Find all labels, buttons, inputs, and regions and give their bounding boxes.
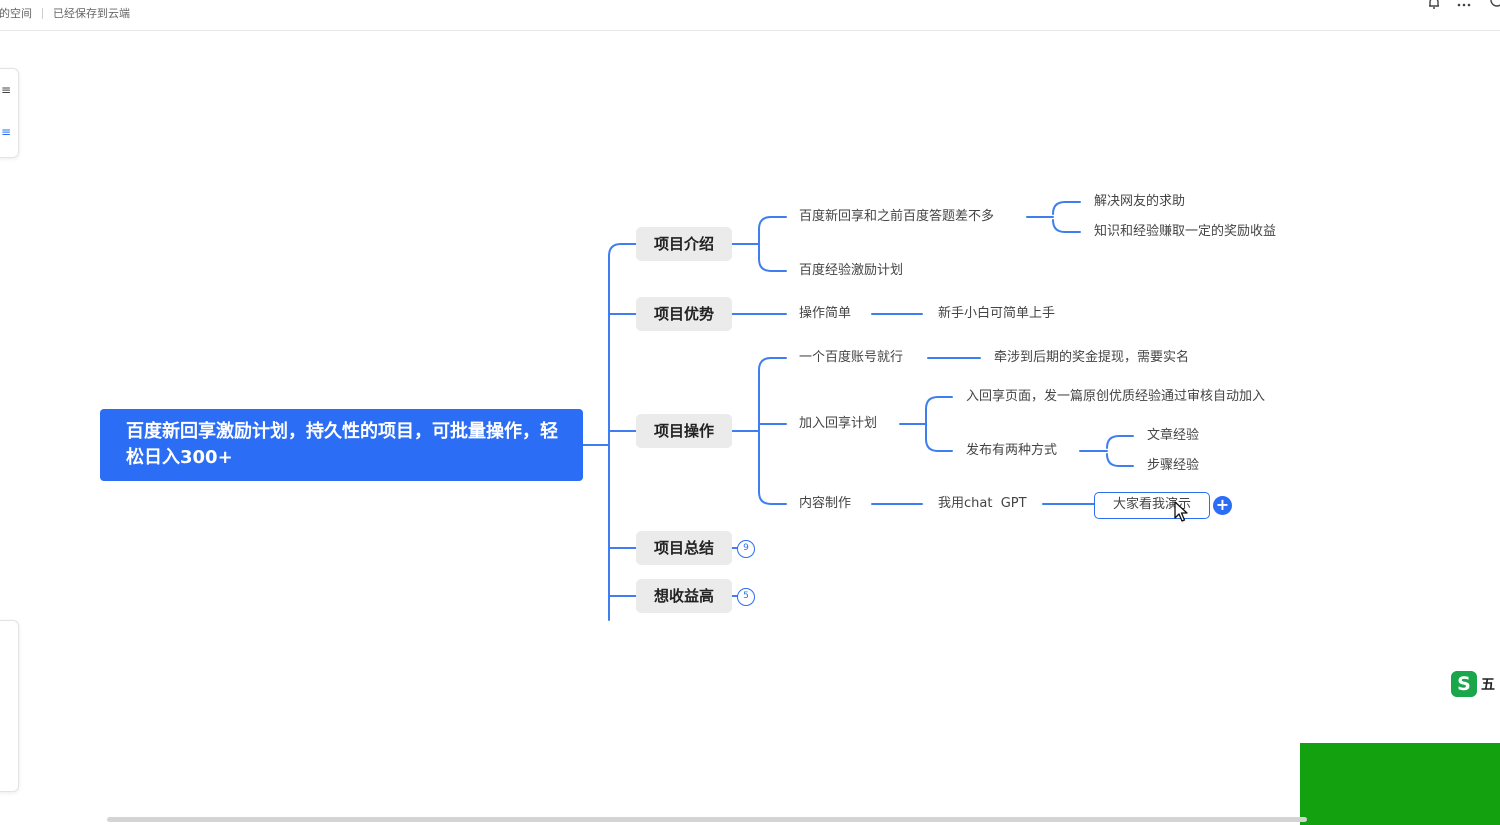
watermark-text: 五 — [1481, 677, 1495, 693]
node[interactable]: 牵涉到后期的奖金提现，需要实名 — [994, 350, 1190, 365]
left-toolbar-bottom — [0, 620, 19, 792]
search-icon[interactable] — [1486, 0, 1500, 12]
space-link[interactable]: 我的空间 — [0, 7, 32, 20]
topic-intro[interactable]: 项目介绍 — [636, 227, 732, 261]
more-icon[interactable] — [1456, 0, 1472, 11]
selected-node[interactable]: 大家看我演示 — [1094, 492, 1210, 519]
root-node[interactable]: 百度新回享激励计划，持久性的项目，可批量操作，轻松日入300+ — [100, 409, 583, 481]
node[interactable]: 入回享页面，发一篇原创优质经验通过审核自动加入 — [966, 389, 1266, 404]
list-icon[interactable]: ≡ — [1, 125, 12, 139]
node[interactable]: 我用chat GPT — [938, 496, 1027, 511]
node[interactable]: 发布有两种方式 — [966, 443, 1058, 458]
top-bar: 我的空间 已经保存到云端 — [0, 0, 1500, 31]
logo-mark: S — [1451, 671, 1477, 697]
overlay-block — [1300, 743, 1500, 825]
topic-summary[interactable]: 项目总结 — [636, 531, 732, 565]
cursor-icon — [1174, 501, 1188, 527]
topic-operation[interactable]: 项目操作 — [636, 414, 732, 448]
left-toolbar-top: ≡ ≡ — [0, 68, 19, 158]
topic-high-income[interactable]: 想收益高 — [636, 579, 732, 613]
top-actions — [1426, 0, 1500, 12]
node[interactable]: 步骤经验 — [1147, 458, 1200, 473]
save-status: 已经保存到云端 — [53, 7, 130, 20]
node[interactable]: 内容制作 — [799, 496, 852, 511]
topic-advantage[interactable]: 项目优势 — [636, 297, 732, 331]
collapsed-count-badge[interactable]: 5 — [737, 588, 755, 606]
node[interactable]: 知识和经验赚取一定的奖励收益 — [1094, 224, 1277, 239]
horizontal-scrollbar[interactable] — [107, 817, 1307, 822]
node[interactable]: 百度经验激励计划 — [799, 263, 904, 278]
node[interactable]: 操作简单 — [799, 306, 852, 321]
breadcrumb: 我的空间 已经保存到云端 — [0, 5, 130, 21]
watermark-logo: S 五 — [1451, 671, 1495, 697]
node[interactable]: 新手小白可简单上手 — [938, 306, 1056, 321]
node[interactable]: 加入回享计划 — [799, 416, 878, 431]
add-icon[interactable]: + — [1213, 496, 1232, 515]
collapsed-count-badge[interactable]: 9 — [737, 540, 755, 558]
bell-icon[interactable] — [1426, 0, 1442, 11]
node[interactable]: 一个百度账号就行 — [799, 350, 904, 365]
node[interactable]: 文章经验 — [1147, 428, 1200, 443]
outline-icon[interactable]: ≡ — [1, 83, 12, 97]
divider — [42, 7, 43, 19]
node[interactable]: 解决网友的求助 — [1094, 194, 1186, 209]
node[interactable]: 百度新回享和之前百度答题差不多 — [799, 209, 995, 224]
